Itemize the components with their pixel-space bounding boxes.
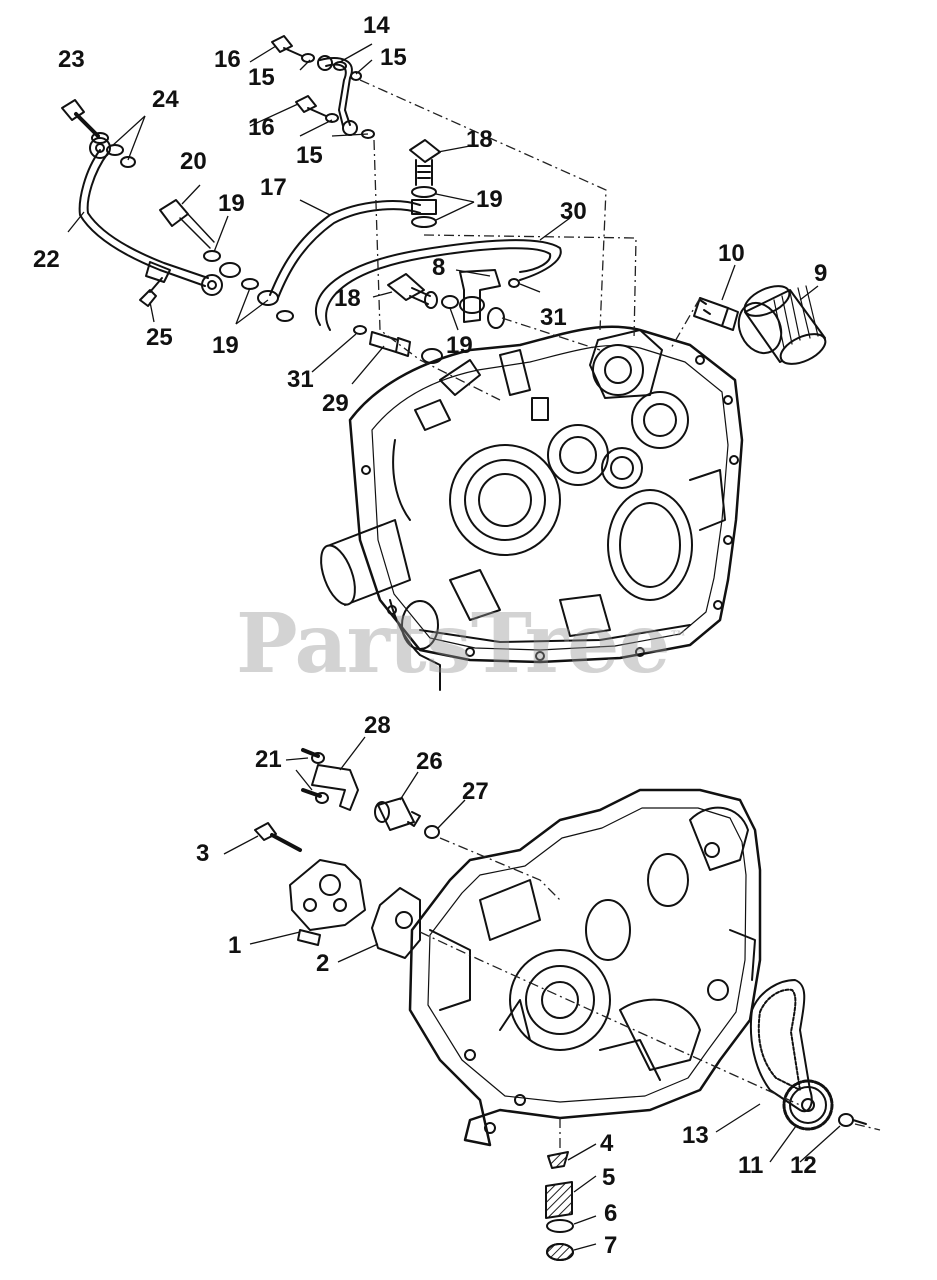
callout-15-a: 15 [248,64,275,91]
callout-18-a: 18 [466,126,493,153]
union-bolt-18-upper [409,139,441,228]
callout-19-d: 19 [446,332,473,359]
callout-25: 25 [146,324,173,351]
callout-23: 23 [58,46,85,73]
callout-19-b: 19 [212,332,239,359]
callout-22: 22 [33,246,60,273]
callout-17: 17 [260,174,287,201]
callout-10: 10 [718,240,745,267]
washer-27 [424,825,440,839]
assembly-dashed-lines [359,79,881,1150]
callout-3: 3 [196,840,210,867]
callout-16-a: 16 [214,46,241,73]
callout-5: 5 [602,1164,616,1191]
oil-filter-union-bolt [693,297,739,331]
partstree-watermark: PartsTree™ [236,596,687,692]
oil-hose-30 [315,239,562,331]
callout-20: 20 [180,148,207,175]
callout-11: 11 [738,1152,764,1179]
callout-27: 27 [462,778,489,805]
callout-30: 30 [560,198,587,225]
callout-1: 1 [228,932,242,959]
callout-4: 4 [600,1130,614,1157]
callout-18-b: 18 [334,285,361,312]
upper-crankcase [320,325,744,691]
union-bolt-23 [61,99,136,168]
callout-31-a: 31 [540,304,567,331]
callout-19-a: 19 [218,190,245,217]
screw-25 [139,277,163,307]
callout-13: 13 [682,1122,709,1149]
callout-16-b: 16 [248,114,275,141]
union-bolt-20 [159,199,294,322]
drive-chain-13 [749,979,813,1113]
relief-valve-26 [374,797,421,831]
callout-21: 21 [255,746,282,773]
callout-2: 2 [316,950,330,977]
oil-pipe-22 [78,137,223,296]
callout-14: 14 [363,12,390,39]
callout-29: 29 [322,390,349,417]
callout-24: 24 [152,86,179,113]
callout-8: 8 [432,254,446,281]
callout-19-c: 19 [476,186,503,213]
oil-hose-17 [269,200,421,299]
oil-pipe-14 [271,35,375,139]
callout-26: 26 [416,748,443,775]
fitting-29 [353,278,520,357]
lower-crankcase [408,788,762,1147]
bolt-3 [254,822,302,852]
oil-filter [737,285,827,365]
oil-pump-1 [289,859,366,946]
callout-28: 28 [364,712,391,739]
callout-15-b: 15 [380,44,407,71]
callout-9: 9 [814,260,828,287]
strainer-stack [545,1151,574,1261]
callout-31-b: 31 [287,366,314,393]
bolt-12 [838,1113,867,1127]
callout-7: 7 [604,1232,618,1259]
callout-6: 6 [604,1200,618,1227]
union-bolt-18-lower [387,273,438,309]
bracket-28 [301,748,359,811]
gasket-2 [371,887,421,959]
callout-12: 12 [790,1152,817,1179]
callout-15-c: 15 [296,142,323,169]
sprocket-11 [782,1079,834,1131]
leader-lines [67,43,841,1251]
